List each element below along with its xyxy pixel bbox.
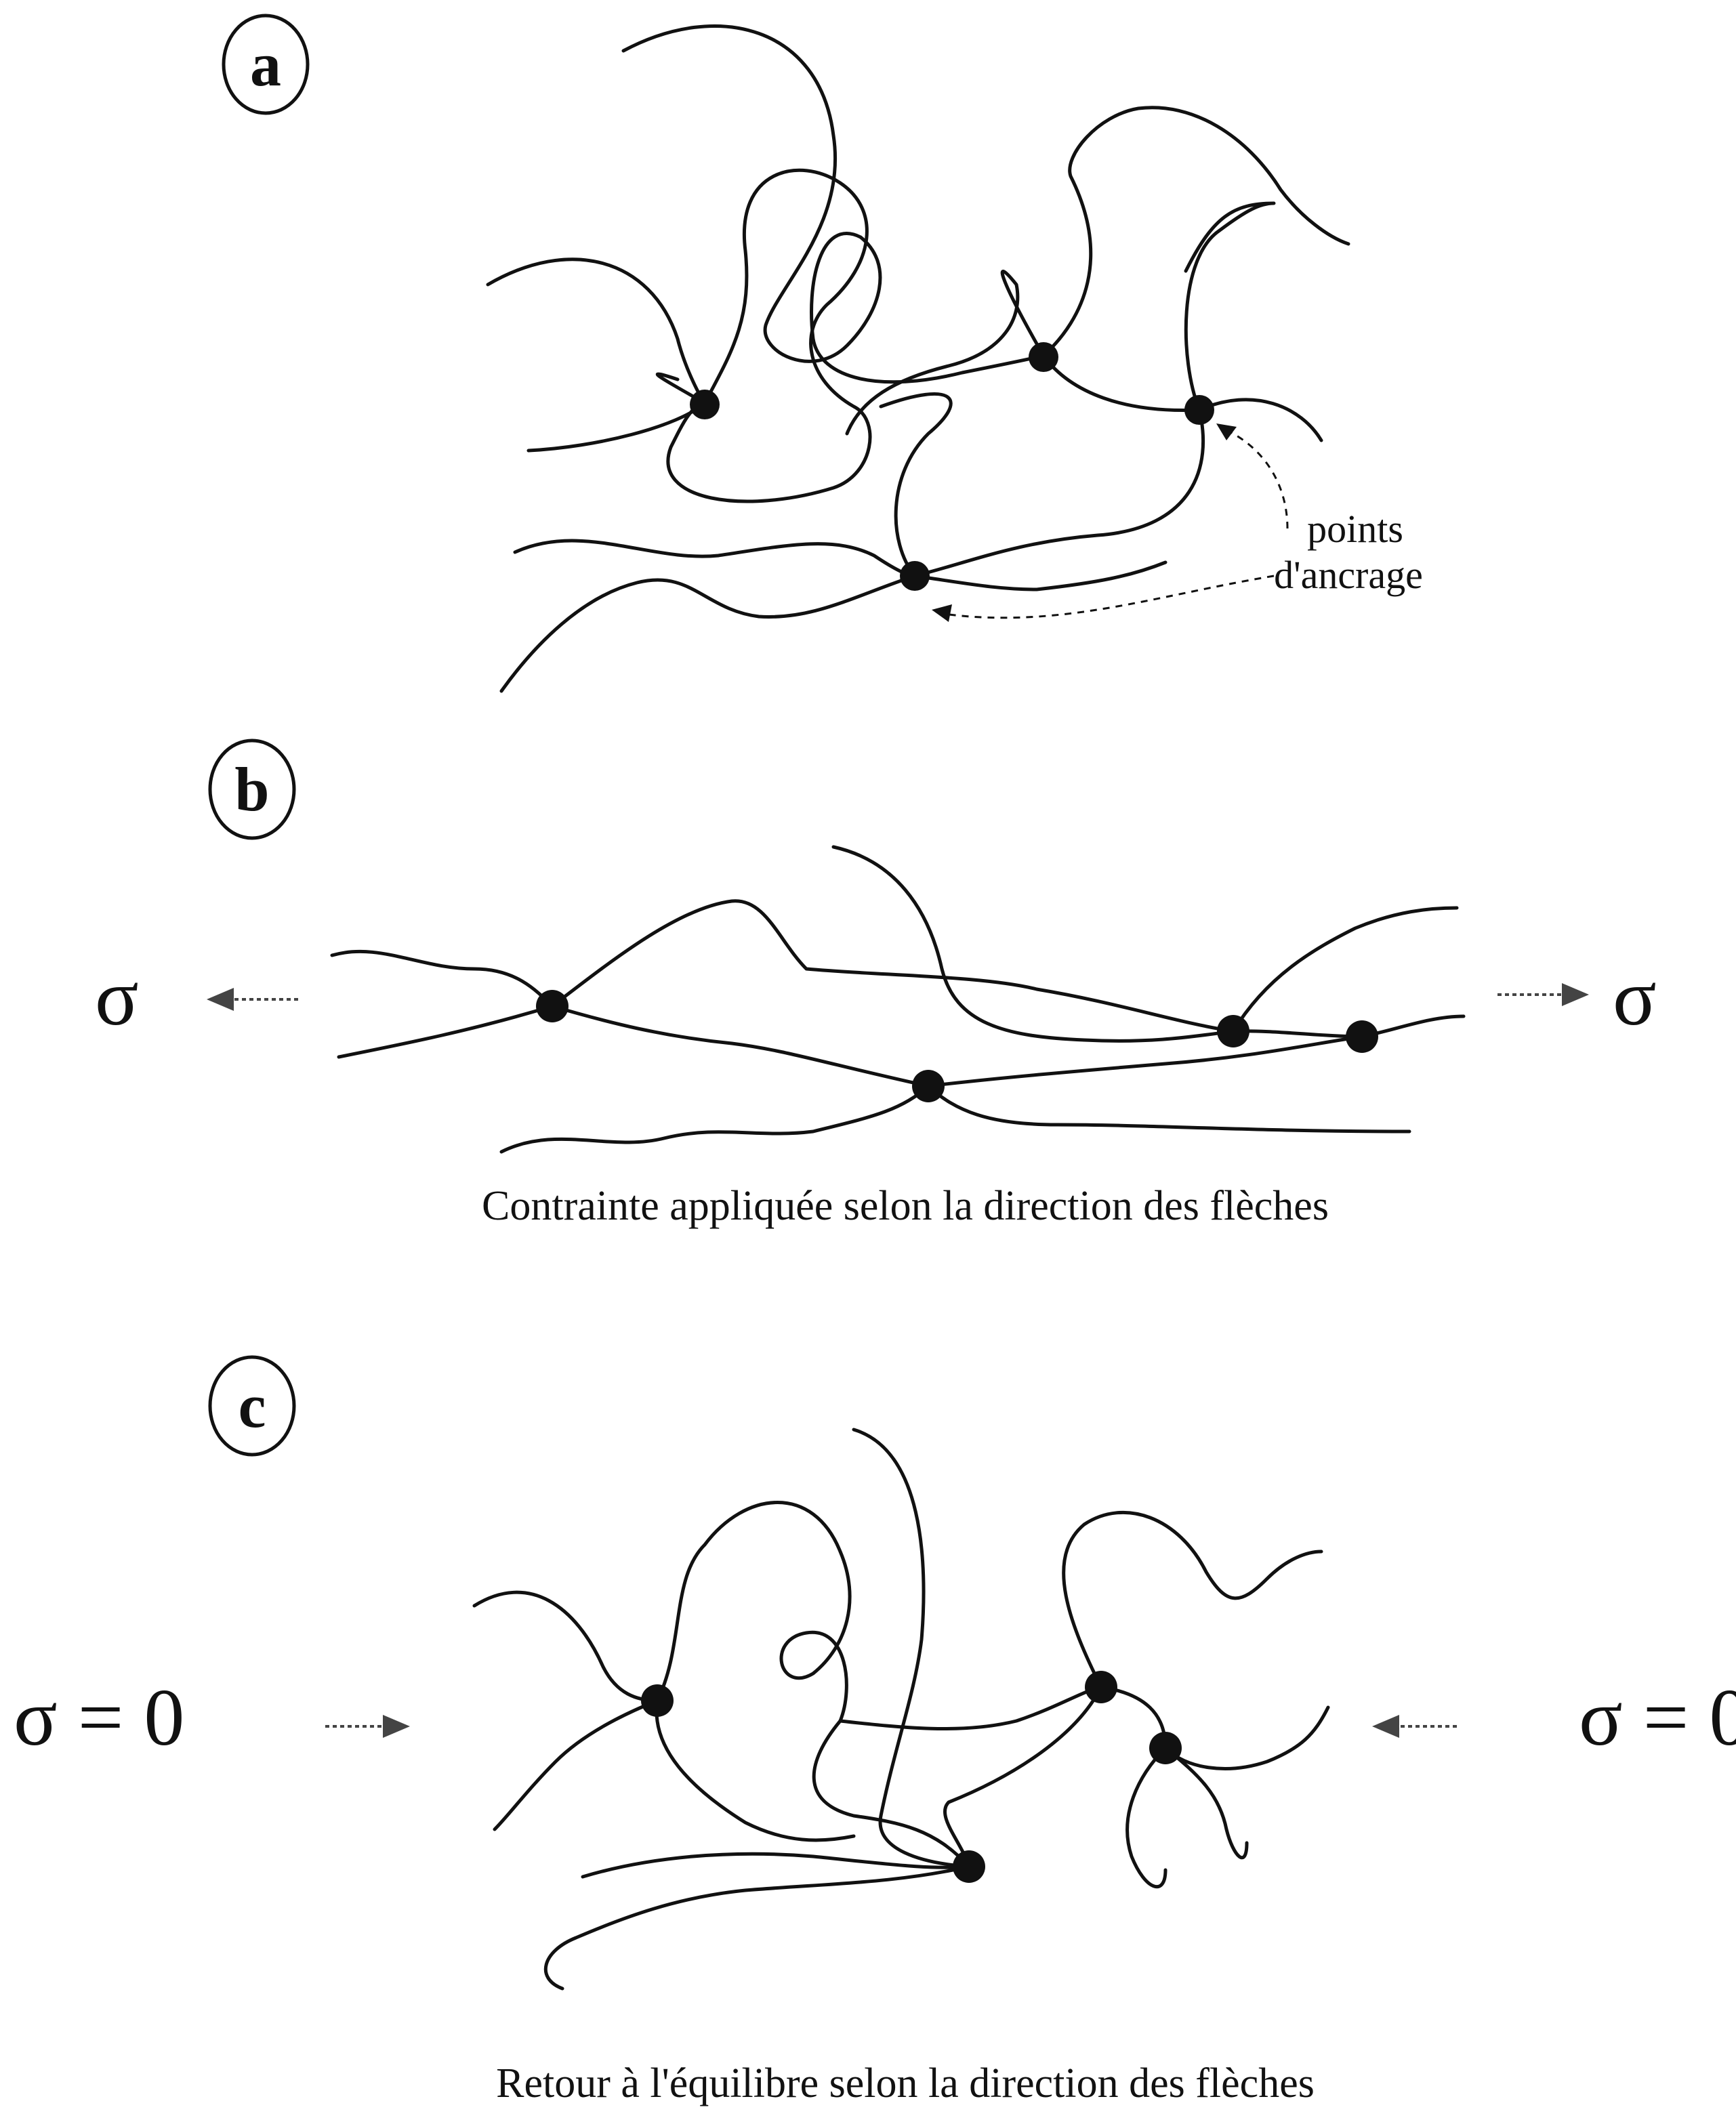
chain [488, 170, 870, 501]
chain [1165, 1748, 1247, 1858]
arrow-left-icon [1372, 1715, 1399, 1738]
chain [1128, 1748, 1165, 1887]
anchor-point [1217, 1015, 1249, 1047]
chain [1043, 356, 1199, 411]
arrow-right-icon [383, 1715, 410, 1738]
anchor-point [900, 561, 930, 591]
chain [1064, 1512, 1321, 1687]
sigma-right-zero: σ = 0 [1579, 1672, 1736, 1762]
stress-arrow-left-inward [325, 1715, 410, 1738]
annotation-line-2: d'ancrage [1274, 553, 1423, 597]
chain [928, 1086, 1409, 1131]
anchor-point [953, 1850, 985, 1883]
chain [1199, 400, 1321, 440]
chain [840, 1687, 1101, 1729]
anchor-point [1184, 395, 1214, 425]
chain [1186, 203, 1274, 410]
panel-c-caption: Retour à l'équilibre selon la direction … [496, 2060, 1315, 2106]
chain [915, 410, 1203, 576]
panel-b-caption: Contrainte appliquée selon la direction … [482, 1183, 1329, 1229]
chain [583, 1854, 969, 1877]
chain [657, 1503, 850, 1722]
chain [545, 1867, 969, 1989]
anchor-point [641, 1684, 674, 1717]
chain [501, 562, 1165, 691]
stress-arrow-right [1497, 983, 1589, 1006]
chain [332, 901, 1233, 1031]
panel-a-anchors [690, 342, 1214, 591]
arrow-left-icon [207, 988, 234, 1011]
arrow-right-icon [1562, 983, 1589, 1006]
panel-b-label: b [210, 741, 294, 838]
chain [515, 541, 915, 576]
anchor-point [912, 1070, 945, 1102]
annotation-line-1: points [1307, 507, 1403, 551]
anchor-annotation: points d'ancrage [932, 423, 1423, 622]
sigma-right: σ [1613, 952, 1657, 1042]
anchor-point [1149, 1732, 1182, 1764]
panel-b: b σ σ Contrainte appliquée selon [95, 741, 1657, 1229]
chain [657, 1701, 854, 1840]
arrowhead-icon [932, 604, 952, 622]
anchor-point [1029, 342, 1058, 372]
chain [833, 847, 1233, 1041]
panel-c-anchors [641, 1671, 1182, 1883]
panel-a-label: a [224, 16, 308, 113]
annotation-arrow-upper [1220, 427, 1287, 528]
chain [1233, 908, 1457, 1031]
chain [881, 394, 951, 576]
chain [1043, 108, 1348, 356]
stress-arrow-right-inward [1372, 1715, 1457, 1738]
chain [339, 1006, 928, 1086]
panel-c-letter: c [239, 1371, 266, 1440]
chain [623, 26, 1043, 381]
panel-a-letter: a [250, 30, 281, 99]
panel-c: c σ = 0 σ = 0 [14, 1357, 1736, 2106]
chain [1101, 1687, 1328, 1768]
stress-arrow-left [207, 988, 298, 1011]
sigma-left-zero: σ = 0 [14, 1672, 184, 1762]
chain [495, 1701, 657, 1829]
anchor-point [536, 990, 569, 1022]
chain [945, 1687, 1101, 1867]
annotation-arrow-lower [938, 576, 1274, 618]
sigma-left: σ [95, 952, 139, 1042]
anchor-point [690, 390, 720, 419]
arrowhead-icon [1216, 423, 1237, 440]
panel-a: a points d'ancr [224, 16, 1423, 691]
panel-a-chains [488, 26, 1348, 691]
panel-b-letter: b [234, 755, 269, 824]
chain [474, 1592, 657, 1701]
panel-b-chains [332, 847, 1464, 1152]
anchor-point [1346, 1020, 1378, 1053]
panel-c-chains [474, 1430, 1328, 1989]
panel-c-label: c [210, 1357, 294, 1455]
anchor-point [1085, 1671, 1117, 1703]
